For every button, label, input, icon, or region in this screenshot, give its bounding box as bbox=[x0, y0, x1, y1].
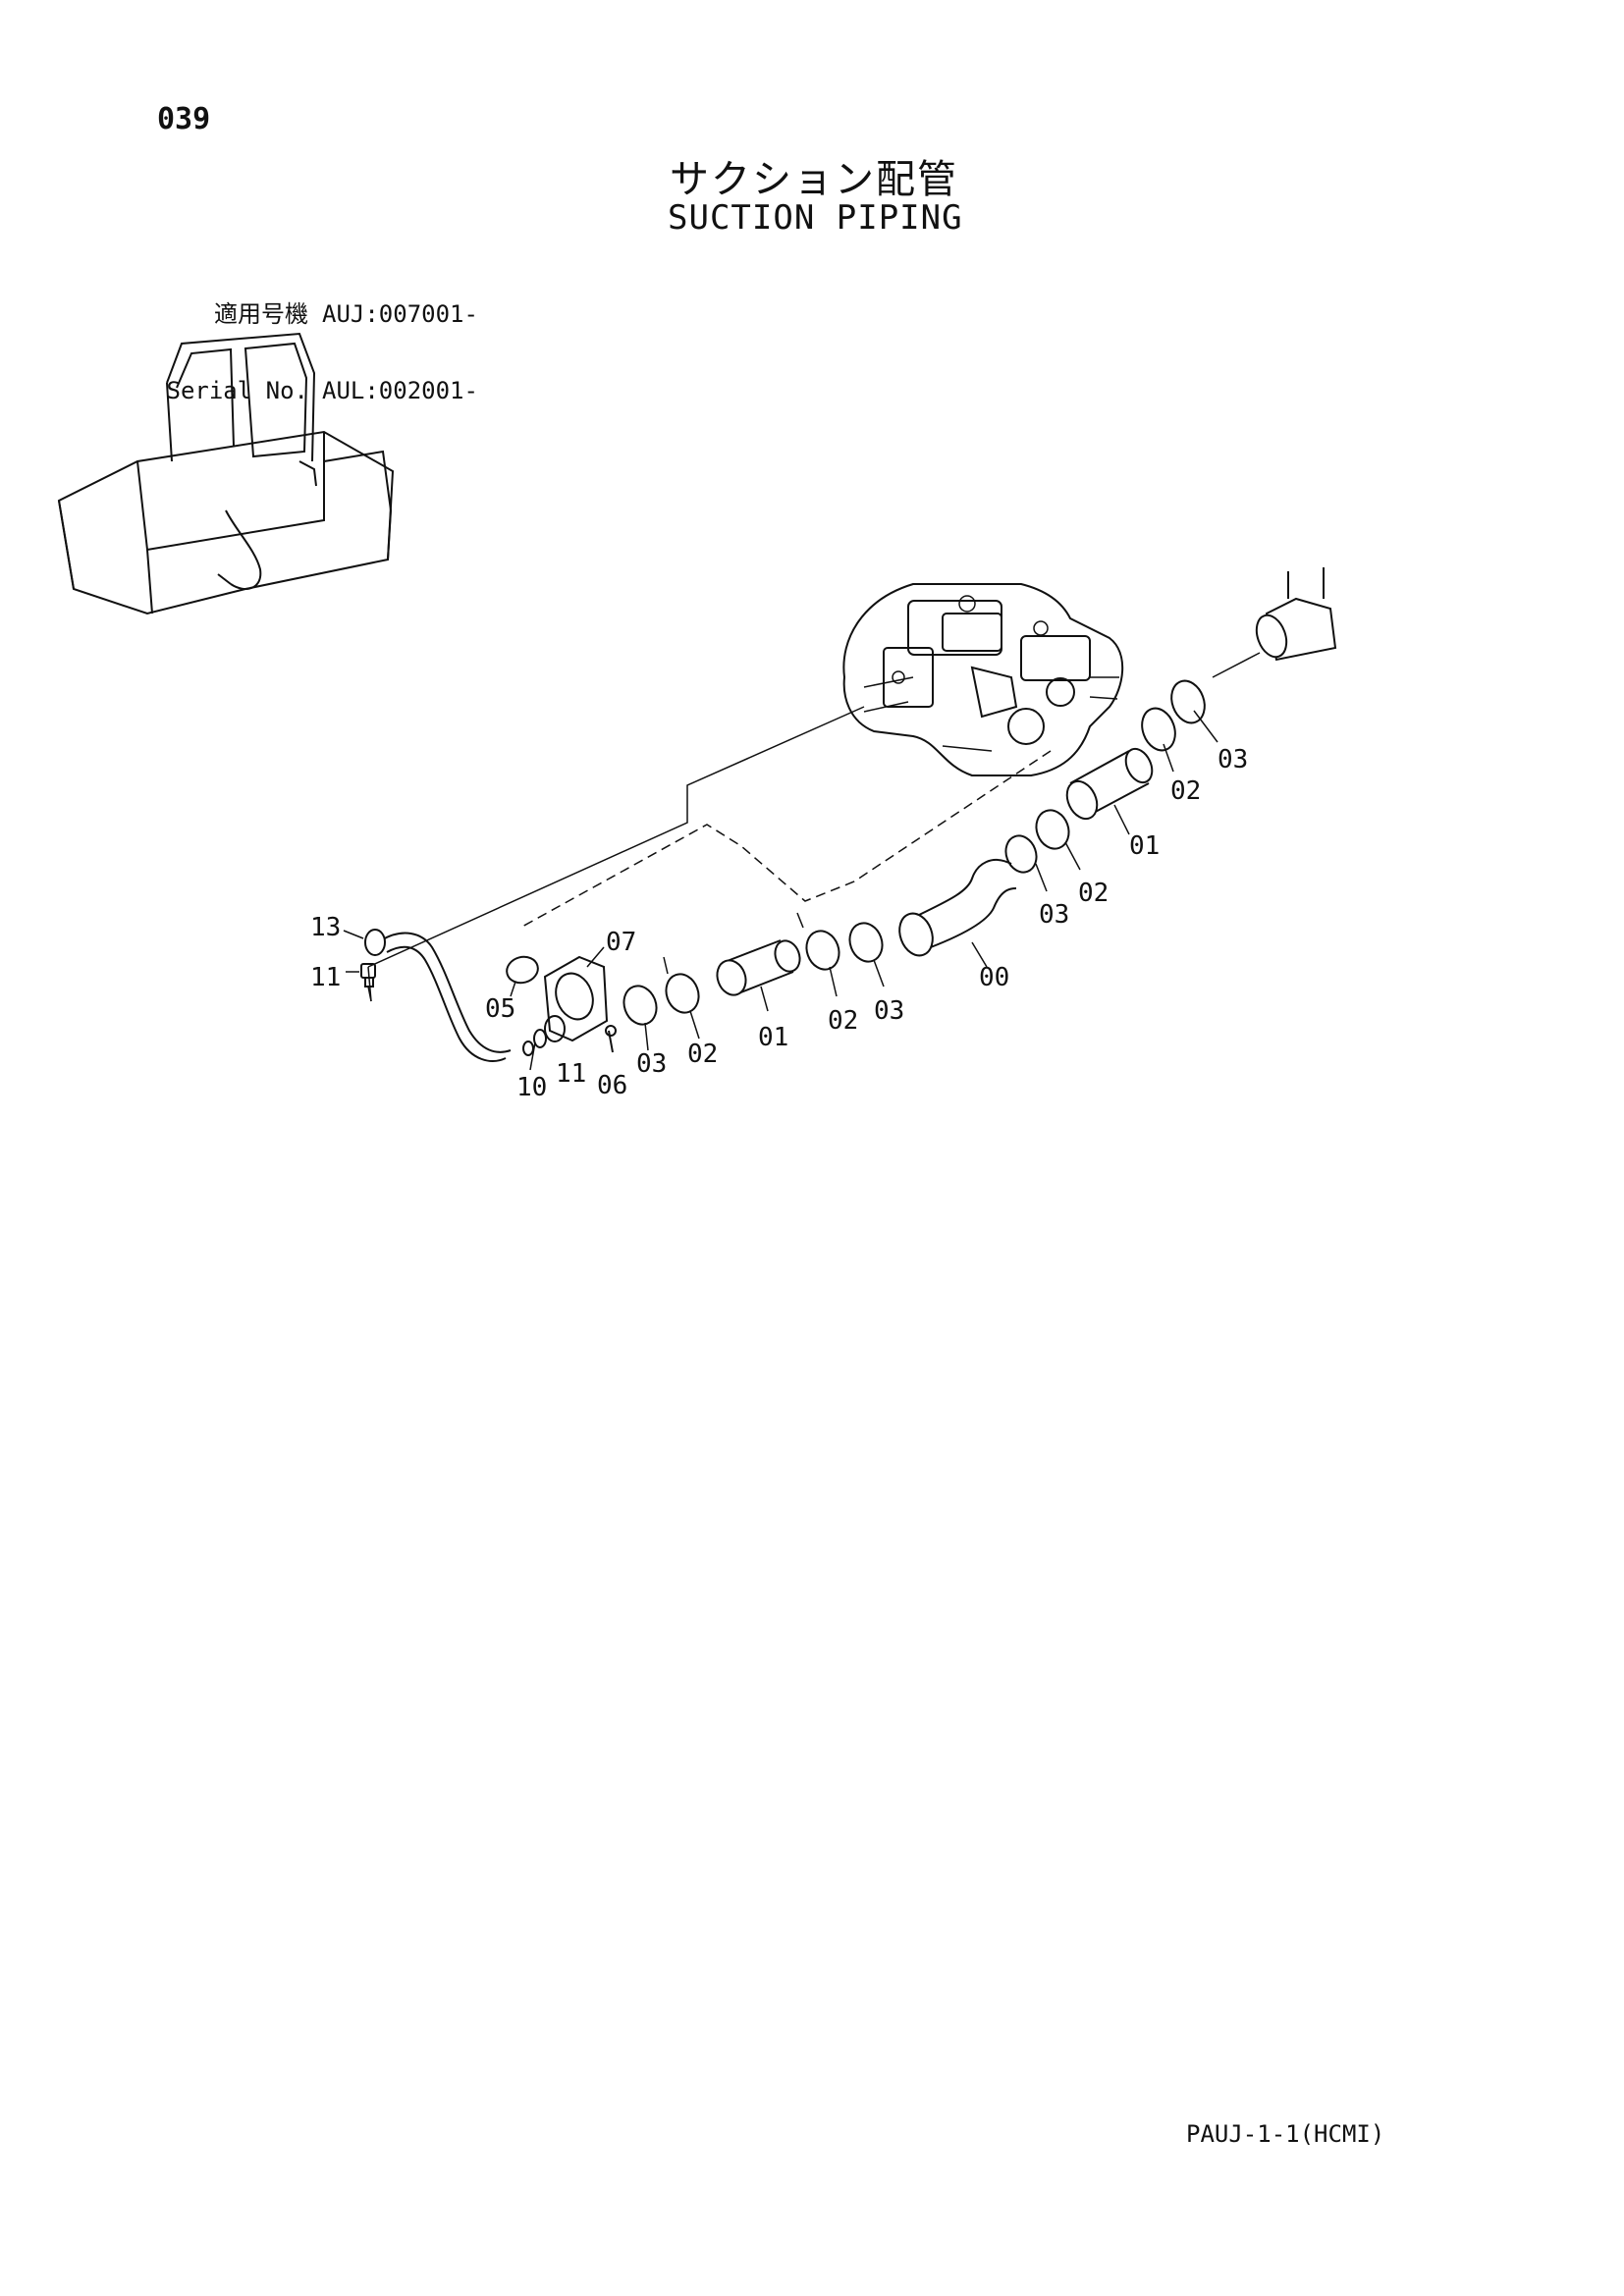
callout-01-upper: 01 bbox=[1129, 831, 1160, 861]
drain-hose-assembly bbox=[343, 929, 512, 1062]
callout-03-center: 03 bbox=[874, 996, 904, 1026]
callout-11-drain: 11 bbox=[310, 963, 341, 992]
callout-02-center: 02 bbox=[828, 1006, 858, 1036]
callout-02-lower: 02 bbox=[687, 1040, 718, 1069]
clamp-mid-03 bbox=[1004, 834, 1048, 892]
clamp-lower-02 bbox=[663, 956, 700, 1040]
clamp-upper-03 bbox=[1170, 679, 1218, 743]
callout-02-mid: 02 bbox=[1078, 879, 1109, 908]
callout-05: 05 bbox=[485, 994, 515, 1024]
clamp-upper-02 bbox=[1141, 707, 1176, 773]
flange-cover-07 bbox=[543, 946, 617, 1053]
footer-document-code: PAUJ-1-1(HCMI) bbox=[1186, 2120, 1385, 2148]
serial-label: 適用号機 bbox=[214, 300, 308, 328]
clamp-center-03 bbox=[848, 922, 885, 988]
page-title-japanese: サクション配管 bbox=[670, 157, 958, 202]
callout-00: 00 bbox=[979, 963, 1009, 992]
serial-value: AUL:002001- bbox=[322, 377, 478, 404]
upper-tube-from-tank bbox=[1212, 567, 1337, 678]
elbow-hose-00 bbox=[898, 859, 1017, 968]
hose-upper-01 bbox=[1065, 747, 1154, 835]
serial-row-serial-no: Serial No. AUL:002001- bbox=[157, 378, 478, 403]
o-ring-05 bbox=[506, 955, 539, 997]
callout-01-lower: 01 bbox=[758, 1023, 788, 1052]
hydraulic-pump-assembly bbox=[842, 583, 1124, 776]
serial-row-applicable: 適用号機 AUJ:007001- bbox=[157, 301, 478, 327]
callout-10: 10 bbox=[516, 1073, 547, 1102]
excavator-location-sketch bbox=[57, 332, 395, 615]
serial-number-block: 適用号機 AUJ:007001- Serial No. AUL:002001- bbox=[157, 250, 478, 429]
clamp-lower-03 bbox=[623, 985, 658, 1051]
page-number: 039 bbox=[157, 102, 211, 136]
serial-label: Serial No. bbox=[166, 377, 309, 404]
callout-03-mid: 03 bbox=[1039, 900, 1069, 930]
hose-lower-01 bbox=[716, 939, 801, 1012]
callout-03-upper: 03 bbox=[1218, 745, 1248, 774]
callout-03-lower: 03 bbox=[636, 1049, 667, 1079]
callout-11-adapter: 11 bbox=[556, 1059, 586, 1089]
callout-02-upper: 02 bbox=[1170, 776, 1201, 806]
serial-value: AUJ:007001- bbox=[322, 300, 478, 328]
adapter-fitting bbox=[522, 1015, 566, 1071]
callout-13: 13 bbox=[310, 913, 341, 942]
reference-lines bbox=[367, 706, 1052, 1002]
clamp-center-02 bbox=[796, 912, 840, 997]
clamp-mid-02 bbox=[1035, 809, 1081, 871]
callout-06: 06 bbox=[597, 1071, 627, 1100]
callout-07: 07 bbox=[606, 928, 636, 957]
page-title-english: SUCTION PIPING bbox=[668, 198, 963, 238]
